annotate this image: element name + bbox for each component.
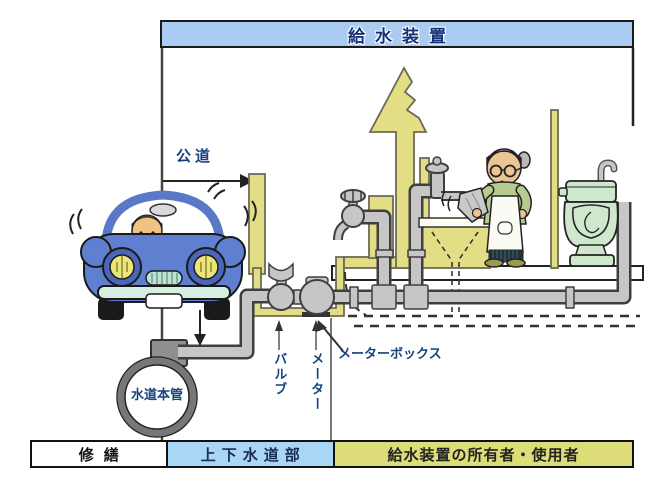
public-road-arrow-icon	[163, 174, 254, 188]
water-main-label: 水道本管	[130, 388, 183, 403]
meter-label: メーター	[308, 352, 324, 412]
motion-marks	[69, 182, 257, 235]
car-icon	[69, 182, 257, 320]
toilet-wall-post	[550, 109, 559, 269]
pipes	[178, 183, 632, 360]
title-banner: 給水装置	[160, 20, 634, 48]
boundary-post	[248, 173, 266, 275]
person-washing-icon	[441, 148, 532, 268]
sink-cabinet	[420, 225, 491, 269]
page-title: 給水装置	[348, 26, 456, 47]
valve-label: バルブ	[271, 352, 287, 397]
sink-icon	[418, 217, 492, 228]
label-arrows	[275, 320, 344, 352]
footer-cell-owner: 給水装置の所有者・使用者	[332, 442, 632, 466]
footer-cell-repair: 修繕	[32, 442, 166, 466]
toilet-icon	[558, 159, 619, 267]
outdoor-faucet-icon	[333, 189, 366, 241]
footer-cell-department: 上下水道部	[165, 442, 333, 466]
public-road-label: 公道	[176, 147, 215, 165]
responsibility-bar: 修繕 上下水道部 給水装置の所有者・使用者	[30, 440, 634, 468]
water-meter-icon	[299, 276, 335, 315]
water-main-icon	[116, 339, 198, 438]
meter-box-label: メーターボックス	[338, 347, 442, 362]
meter-box	[252, 256, 345, 317]
car-to-main-arrow-icon	[194, 310, 206, 346]
